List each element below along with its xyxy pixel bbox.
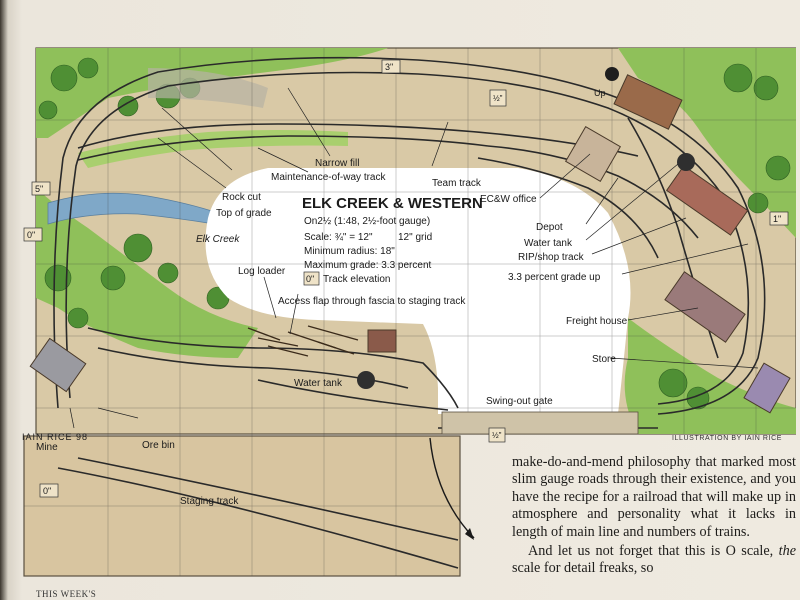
plan-title-block: ELK CREEK & WESTERN On2½ (1:48, 2½-foot … [302,195,483,286]
track-plan-illustration: 3" ½" 5" 0" 1" ½" 0" Up ELK CREEK & WEST… [22,47,796,577]
swing-arrowhead-icon [465,528,474,540]
label-elk-creek: Elk Creek [196,234,240,245]
callout-labels: Narrow fill Maintenance-of-way track Tea… [36,158,628,507]
label-depot: Depot [536,222,563,233]
label-staging: Staging track [180,496,239,507]
buildings [29,74,791,414]
staging-tracks [57,457,459,569]
scenery-green [36,48,796,434]
plan-scale: Scale: ¾" = 12" [304,232,373,243]
label-rip-track: RIP/shop track [518,252,585,263]
article-paragraph-2: And let us not forget that this is O sca… [512,543,796,578]
article-paragraph-1: make-do-and-mend philosophy that marked … [512,454,796,540]
legend-text: Track elevation [323,274,390,285]
elev-half-gate: ½" [492,431,502,440]
plan-title: ELK CREEK & WESTERN [302,195,483,212]
plan-gauge: On2½ (1:48, 2½-foot gauge) [304,216,430,227]
label-water-tank-right: Water tank [524,238,573,249]
elev-3: 3" [385,62,393,72]
label-water-tank-lower: Water tank [294,378,343,389]
leader-lines [69,87,759,429]
operating-aisle [205,168,631,414]
water-tank-right-icon [677,153,695,171]
artist-signature: IAIN RICE 98 [22,432,88,442]
elev-0-staging: 0" [43,486,51,496]
label-access-flap: Access flap through fascia to staging tr… [278,296,466,307]
up-direction-icon [605,67,619,81]
label-store: Store [592,354,616,365]
elev-0: 0" [27,230,35,240]
footer-text: THIS WEEK'S [36,589,97,599]
para2-start: And let us not forget that this is O sca… [528,543,779,560]
para2-emphasis: the [778,543,796,560]
label-ore-bin: Ore bin [142,440,175,451]
elevation-markers: 3" ½" 5" 0" 1" ½" 0" [23,59,789,498]
water-tank-lower-icon [357,371,375,389]
label-log-loader: Log loader [238,266,286,277]
plan-grid: 12" grid [398,232,432,243]
plan-max-grade: Maximum grade: 3.3 percent [304,260,432,271]
label-swing-gate: Swing-out gate [486,396,553,407]
elev-half-top: ½" [493,94,503,103]
label-top-of-grade: Top of grade [216,208,272,219]
log-pile [247,325,359,357]
label-maintenance-track: Maintenance-of-way track [271,172,386,183]
up-label: Up [594,88,606,98]
article-body: make-do-and-mend philosophy that marked … [512,454,796,578]
rock-cut [148,68,268,108]
label-mine: Mine [36,442,58,453]
label-ecw-office: EC&W office [480,194,537,205]
label-team-track: Team track [432,178,482,189]
para2-end: scale for detail freaks, so [512,560,654,577]
swing-arc-icon [429,437,475,539]
elev-1: 1" [773,214,781,224]
legend-elev: 0" [306,274,314,284]
swing-out-gate [441,411,639,435]
label-rock-cut: Rock cut [222,192,261,203]
label-grade-up: 3.3 percent grade up [508,272,601,283]
illustration-credit: ILLUSTRATION BY IAIN RICE [672,435,783,442]
label-freight-house: Freight house [566,316,628,327]
label-narrow-fill: Narrow fill [315,158,359,169]
elev-5: 5" [35,184,43,194]
plan-min-radius: Minimum radius: 18" [304,246,395,257]
